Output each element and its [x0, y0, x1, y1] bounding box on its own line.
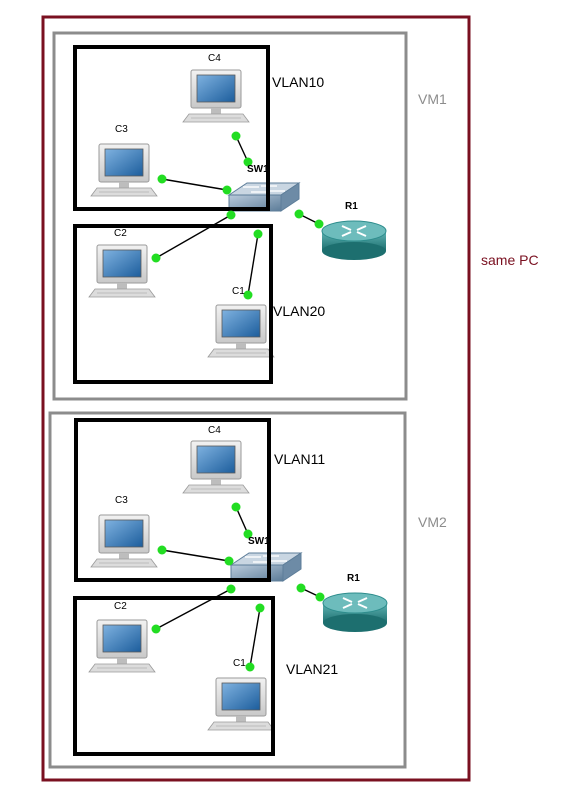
vm1-host-c1-label: C1: [232, 286, 245, 297]
vm2-frame: [48, 411, 407, 769]
vm1-pc-c2-icon[interactable]: [88, 244, 156, 298]
vm1-label: VM1: [418, 91, 447, 107]
vm1-link-dots: [151, 131, 324, 300]
vm2-pc-c4-icon[interactable]: [182, 440, 250, 494]
same-pc-label: same PC: [481, 252, 539, 268]
vm1-vlan20-label: VLAN20: [273, 303, 326, 319]
vm1-switch-icon[interactable]: [228, 182, 300, 212]
vm2-host-c4-label: C4: [208, 425, 221, 436]
vm2-vlan11-label: VLAN11: [274, 451, 326, 467]
vm1-host-c4-label: C4: [208, 53, 221, 64]
vm1-links: [155, 135, 320, 296]
vm1-host-c3-label: C3: [115, 124, 128, 135]
vm2-host-c1-label: C1: [233, 658, 246, 669]
vm2-link-dots: [151, 502, 325, 672]
vm2-vlan-a-box: [74, 418, 271, 582]
vm1-router-icon[interactable]: [321, 220, 387, 261]
vm1-frame: [52, 31, 408, 401]
vm1-vlan-a-box: [73, 45, 270, 211]
vm2-vlan21-label: VLAN21: [286, 661, 339, 677]
vm1-pc-c3-icon[interactable]: [90, 143, 158, 197]
same-pc-frame: [41, 15, 471, 782]
vm1-vlan10-label: VLAN10: [272, 74, 325, 90]
vm2-vlan-b-box: [73, 596, 275, 756]
vm2-pc-c3-icon[interactable]: [90, 514, 158, 568]
vm1-vlan-b-box: [73, 224, 273, 384]
vm2-host-c3-label: C3: [115, 495, 128, 506]
vm2-links: [155, 506, 321, 668]
vm1-host-c2-label: C2: [114, 228, 127, 239]
vm1-router-label: R1: [345, 201, 358, 212]
vm1-pc-c4-icon[interactable]: [182, 69, 250, 123]
vm2-router-label: R1: [347, 573, 360, 584]
vm2-pc-c1-icon[interactable]: [207, 677, 275, 731]
vm2-host-c2-label: C2: [114, 601, 127, 612]
vm1-pc-c1-icon[interactable]: [207, 304, 275, 358]
vm2-label: VM2: [418, 514, 447, 530]
vm2-switch-icon[interactable]: [230, 552, 302, 582]
vm1-switch-label: SW1: [247, 164, 269, 175]
vm2-pc-c2-icon[interactable]: [88, 619, 156, 673]
vm2-switch-label: SW1: [248, 536, 270, 547]
vm2-router-icon[interactable]: [322, 592, 388, 633]
